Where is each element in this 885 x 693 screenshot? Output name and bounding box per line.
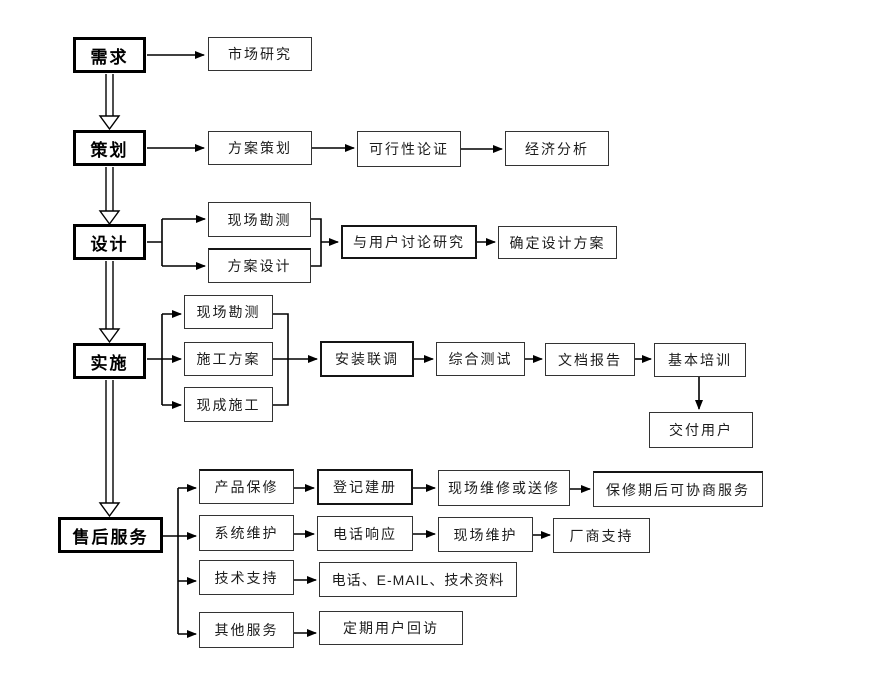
stage-after-sales-service: 售后服务 bbox=[58, 517, 163, 553]
node-vendor-support: 厂商支持 bbox=[553, 518, 650, 553]
after-sales-branch-lines bbox=[163, 488, 179, 634]
node-onsite-maintenance: 现场维护 bbox=[438, 517, 533, 552]
node-other-services: 其他服务 bbox=[199, 612, 294, 648]
node-product-warranty: 产品保修 bbox=[199, 469, 294, 504]
node-installation-commissioning: 安装联调 bbox=[320, 341, 414, 377]
flow-arrow-design-implementation bbox=[98, 261, 121, 344]
node-documentation-report: 文档报告 bbox=[545, 343, 635, 376]
node-post-warranty-service: 保修期后可协商服务 bbox=[593, 471, 763, 507]
node-finalize-design: 确定设计方案 bbox=[498, 226, 617, 259]
node-scheme-design: 方案设计 bbox=[208, 248, 311, 283]
node-construction-plan: 施工方案 bbox=[184, 342, 273, 376]
stage-implementation: 实施 bbox=[73, 343, 146, 379]
node-proposal-planning: 方案策划 bbox=[208, 131, 312, 165]
node-feasibility-study: 可行性论证 bbox=[357, 131, 461, 167]
implementation-branch-lines bbox=[147, 314, 163, 405]
node-system-maintenance: 系统维护 bbox=[199, 515, 294, 551]
flow-arrow-implementation-aftersales bbox=[98, 380, 121, 518]
node-onsite-or-sendin-repair: 现场维修或送修 bbox=[438, 470, 570, 506]
node-market-research: 市场研究 bbox=[208, 37, 312, 71]
node-periodic-user-followup: 定期用户回访 bbox=[319, 611, 463, 645]
flow-arrow-requirement-planning bbox=[98, 74, 121, 131]
design-merge-bracket bbox=[311, 218, 322, 267]
node-site-survey-design: 现场勘测 bbox=[208, 202, 311, 237]
stage-planning: 策划 bbox=[73, 130, 146, 166]
node-economic-analysis: 经济分析 bbox=[505, 131, 609, 166]
node-registration: 登记建册 bbox=[317, 469, 413, 505]
flow-arrow-planning-design bbox=[98, 167, 121, 226]
stage-design: 设计 bbox=[73, 224, 146, 260]
node-phone-email-docs: 电话、E-MAIL、技术资料 bbox=[319, 562, 517, 597]
node-basic-training: 基本培训 bbox=[654, 343, 746, 377]
node-onsite-construction: 现成施工 bbox=[184, 387, 273, 422]
stage-requirement: 需求 bbox=[73, 37, 146, 73]
node-phone-response: 电话响应 bbox=[317, 516, 413, 551]
node-discuss-with-users: 与用户讨论研究 bbox=[341, 225, 477, 259]
node-site-survey-impl: 现场勘测 bbox=[184, 295, 273, 329]
node-integrated-testing: 综合测试 bbox=[436, 342, 525, 376]
node-delivery-to-user: 交付用户 bbox=[649, 412, 753, 448]
node-technical-support: 技术支持 bbox=[199, 560, 294, 595]
design-branch-lines bbox=[147, 219, 163, 266]
